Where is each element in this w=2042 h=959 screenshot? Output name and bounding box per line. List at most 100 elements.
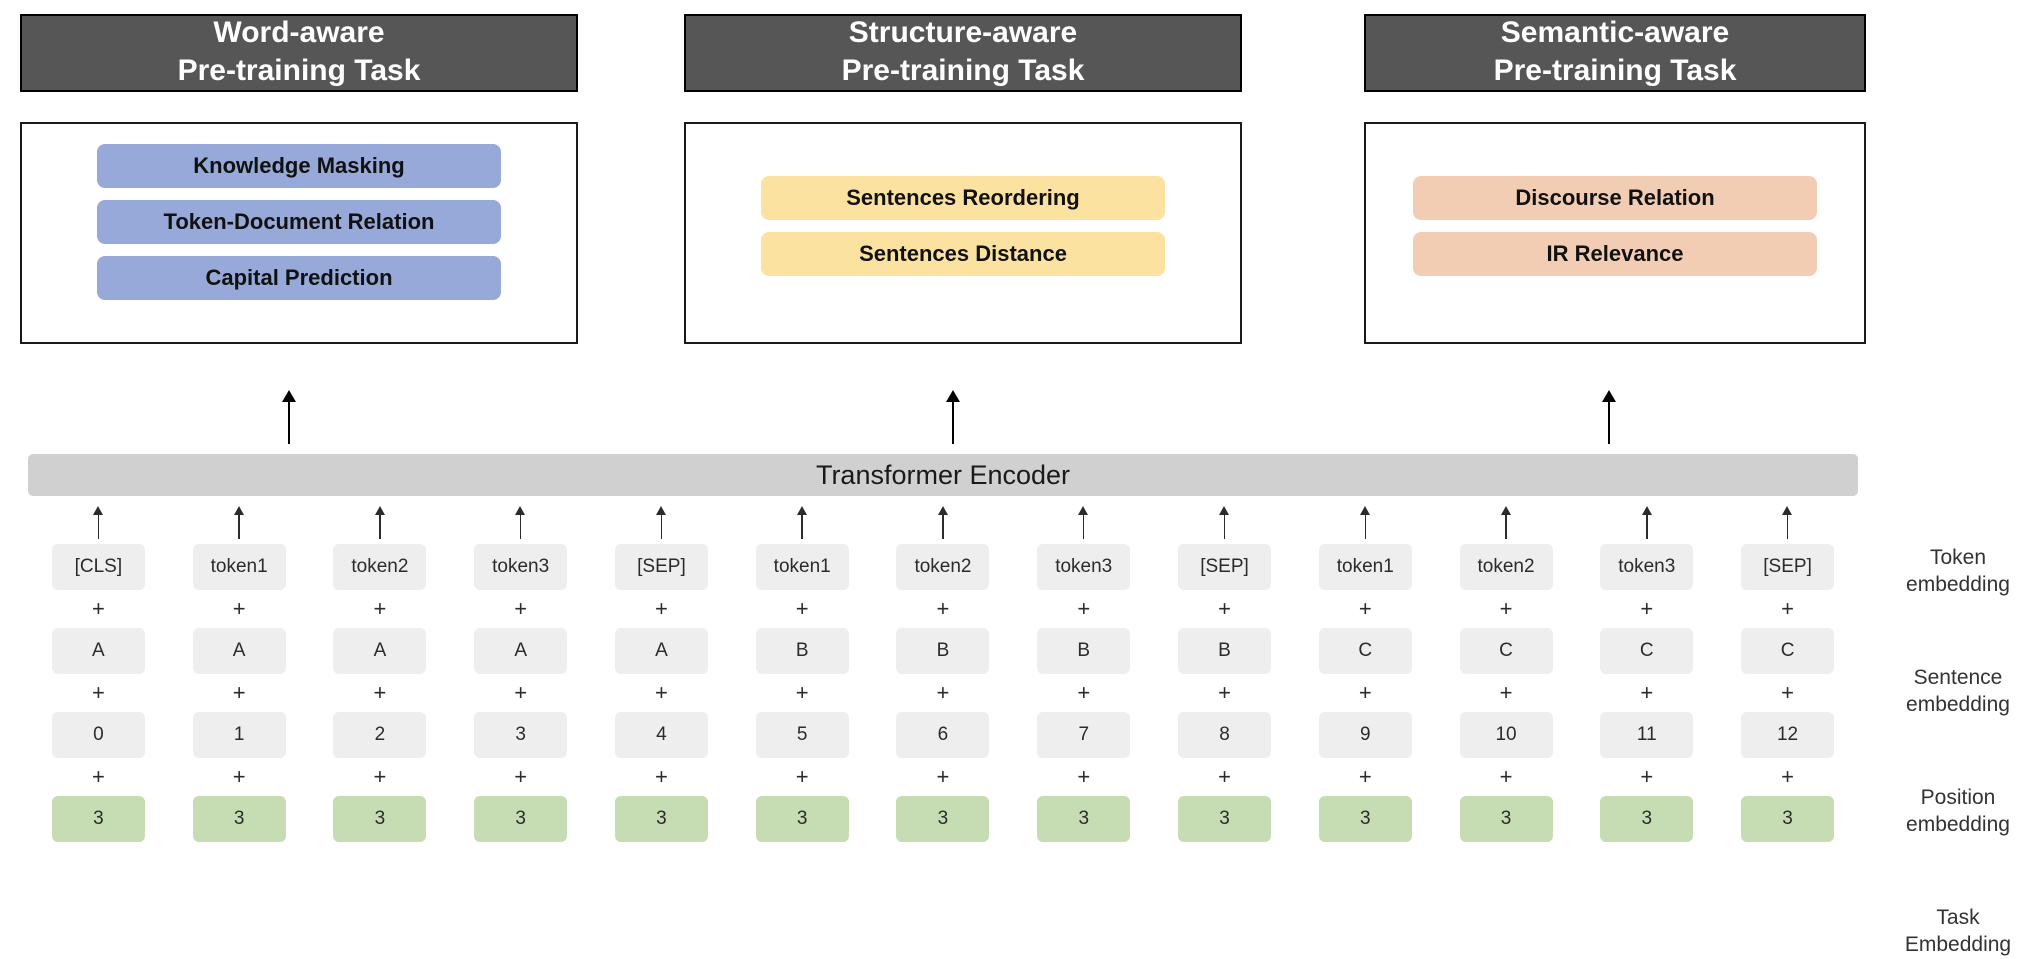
transformer-encoder-bar: Transformer Encoder bbox=[28, 454, 1858, 496]
sentence-embedding-cell[interactable]: A bbox=[333, 628, 427, 674]
position-embedding-cell[interactable]: 3 bbox=[474, 712, 568, 758]
task-header-line1: Word-aware bbox=[213, 15, 385, 49]
sentence-embedding-cell[interactable]: B bbox=[896, 628, 990, 674]
plus-icon: + bbox=[1499, 764, 1513, 789]
plus-icon: + bbox=[1077, 596, 1091, 621]
task-embedding-cell[interactable]: 3 bbox=[1600, 796, 1694, 842]
plus-icon: + bbox=[1218, 680, 1231, 705]
plus-icon: + bbox=[1640, 764, 1654, 789]
sentence-embedding-cell[interactable]: C bbox=[1459, 628, 1553, 674]
arrow-cell bbox=[591, 506, 732, 544]
position-embedding-cell[interactable]: 11 bbox=[1600, 712, 1694, 758]
arrow-cell bbox=[1295, 506, 1436, 544]
sentence-embedding-cell[interactable]: B bbox=[1037, 628, 1131, 674]
token-embedding-cell[interactable]: token1 bbox=[755, 544, 849, 590]
plus-icon: + bbox=[1499, 596, 1513, 621]
sentence-embedding-cell[interactable]: B bbox=[755, 628, 849, 674]
token-embedding-cell[interactable]: token2 bbox=[333, 544, 427, 590]
plus-row-token-sentence: + + + + + + + + + + + + + bbox=[28, 590, 1858, 628]
sentence-embedding-cell[interactable]: B bbox=[1178, 628, 1271, 674]
task-embedding-cell[interactable]: 3 bbox=[755, 796, 849, 842]
token-embedding-cell[interactable]: token3 bbox=[474, 544, 568, 590]
arrow-cell bbox=[310, 506, 451, 544]
plus-icon: + bbox=[1218, 596, 1231, 621]
task-item-token-document-relation[interactable]: Token-Document Relation bbox=[97, 200, 501, 244]
arrow-up-icon bbox=[1361, 506, 1369, 539]
task-item-capital-prediction[interactable]: Capital Prediction bbox=[97, 256, 501, 300]
task-embedding-cell[interactable]: 3 bbox=[1318, 796, 1412, 842]
position-embedding-cell[interactable]: 5 bbox=[755, 712, 849, 758]
row-label-line2: embedding bbox=[1906, 813, 2010, 837]
token-embedding-cell[interactable]: token3 bbox=[1600, 544, 1694, 590]
plus-icon: + bbox=[1218, 764, 1231, 789]
sentence-embedding-cell[interactable]: A bbox=[192, 628, 286, 674]
task-embedding-cell[interactable]: 3 bbox=[474, 796, 568, 842]
sentence-embedding-cell[interactable]: A bbox=[614, 628, 708, 674]
token-embedding-cell[interactable]: [SEP] bbox=[1741, 544, 1835, 590]
token-embedding-cell[interactable]: token1 bbox=[1318, 544, 1412, 590]
position-embedding-cell[interactable]: 7 bbox=[1037, 712, 1131, 758]
plus-icon: + bbox=[795, 596, 809, 621]
token-embedding-cell[interactable]: token2 bbox=[1459, 544, 1553, 590]
plus-icon: + bbox=[1358, 764, 1372, 789]
arrow-up-icon bbox=[938, 506, 947, 539]
position-embedding-cell[interactable]: 8 bbox=[1178, 712, 1271, 758]
plus-icon: + bbox=[232, 764, 246, 789]
position-embedding-cell[interactable]: 9 bbox=[1318, 712, 1412, 758]
task-item-list-word-aware: Knowledge Masking Token-Document Relatio… bbox=[22, 124, 576, 312]
token-embedding-cell[interactable]: [SEP] bbox=[1178, 544, 1271, 590]
sentence-embedding-cell[interactable]: C bbox=[1741, 628, 1835, 674]
arrow-cell bbox=[1154, 506, 1295, 544]
sentence-embedding-cell[interactable]: A bbox=[51, 628, 145, 674]
task-embedding-cell[interactable]: 3 bbox=[192, 796, 286, 842]
task-embedding-cell[interactable]: 3 bbox=[51, 796, 145, 842]
position-embedding-cell[interactable]: 6 bbox=[896, 712, 990, 758]
arrow-cell bbox=[732, 506, 873, 544]
position-embedding-cell[interactable]: 0 bbox=[51, 712, 145, 758]
sentence-embedding-cell[interactable]: A bbox=[474, 628, 568, 674]
plus-icon: + bbox=[1781, 680, 1794, 705]
sentence-embedding-cell[interactable]: C bbox=[1600, 628, 1694, 674]
plus-icon: + bbox=[91, 596, 105, 621]
arrow-cell bbox=[28, 506, 169, 544]
row-label-task-embedding: Task Embedding bbox=[1874, 904, 2042, 959]
plus-icon: + bbox=[1781, 764, 1794, 789]
plus-icon: + bbox=[514, 596, 528, 621]
position-embedding-cell[interactable]: 12 bbox=[1741, 712, 1835, 758]
row-label-line2: Embedding bbox=[1904, 933, 2012, 957]
task-embedding-cell[interactable]: 3 bbox=[1459, 796, 1553, 842]
task-embedding-cell[interactable]: 3 bbox=[614, 796, 708, 842]
plus-icon: + bbox=[936, 764, 950, 789]
plus-icon: + bbox=[936, 680, 950, 705]
task-item-knowledge-masking[interactable]: Knowledge Masking bbox=[97, 144, 501, 188]
arrow-cell bbox=[1436, 506, 1577, 544]
task-embedding-cell[interactable]: 3 bbox=[1037, 796, 1131, 842]
position-embedding-cell[interactable]: 4 bbox=[614, 712, 708, 758]
arrow-up-icon bbox=[235, 506, 243, 539]
task-item-sentences-reordering[interactable]: Sentences Reordering bbox=[761, 176, 1165, 220]
arrow-cell bbox=[1576, 506, 1717, 544]
task-item-discourse-relation[interactable]: Discourse Relation bbox=[1413, 176, 1817, 220]
token-embedding-cell[interactable]: token1 bbox=[192, 544, 286, 590]
plus-icon: + bbox=[655, 764, 668, 789]
task-embedding-cell[interactable]: 3 bbox=[333, 796, 427, 842]
task-embedding-cell[interactable]: 3 bbox=[1741, 796, 1835, 842]
position-embedding-cell[interactable]: 1 bbox=[192, 712, 286, 758]
token-embedding-cell[interactable]: token3 bbox=[1037, 544, 1131, 590]
task-body-structure-aware: Sentences Reordering Sentences Distance bbox=[684, 122, 1242, 344]
task-item-sentences-distance[interactable]: Sentences Distance bbox=[761, 232, 1165, 276]
task-embedding-cell[interactable]: 3 bbox=[896, 796, 990, 842]
token-embedding-cell[interactable]: [SEP] bbox=[614, 544, 708, 590]
position-embedding-cell[interactable]: 2 bbox=[333, 712, 427, 758]
task-item-ir-relevance[interactable]: IR Relevance bbox=[1413, 232, 1817, 276]
plus-icon: + bbox=[1077, 680, 1091, 705]
arrow-up-icon bbox=[1783, 506, 1791, 539]
task-header-line1: Semantic-aware bbox=[1500, 15, 1730, 49]
plus-icon: + bbox=[655, 680, 668, 705]
plus-icon: + bbox=[1640, 596, 1654, 621]
token-embedding-cell[interactable]: token2 bbox=[896, 544, 990, 590]
position-embedding-cell[interactable]: 10 bbox=[1459, 712, 1553, 758]
sentence-embedding-cell[interactable]: C bbox=[1318, 628, 1412, 674]
task-embedding-cell[interactable]: 3 bbox=[1178, 796, 1271, 842]
token-embedding-cell[interactable]: [CLS] bbox=[51, 544, 145, 590]
